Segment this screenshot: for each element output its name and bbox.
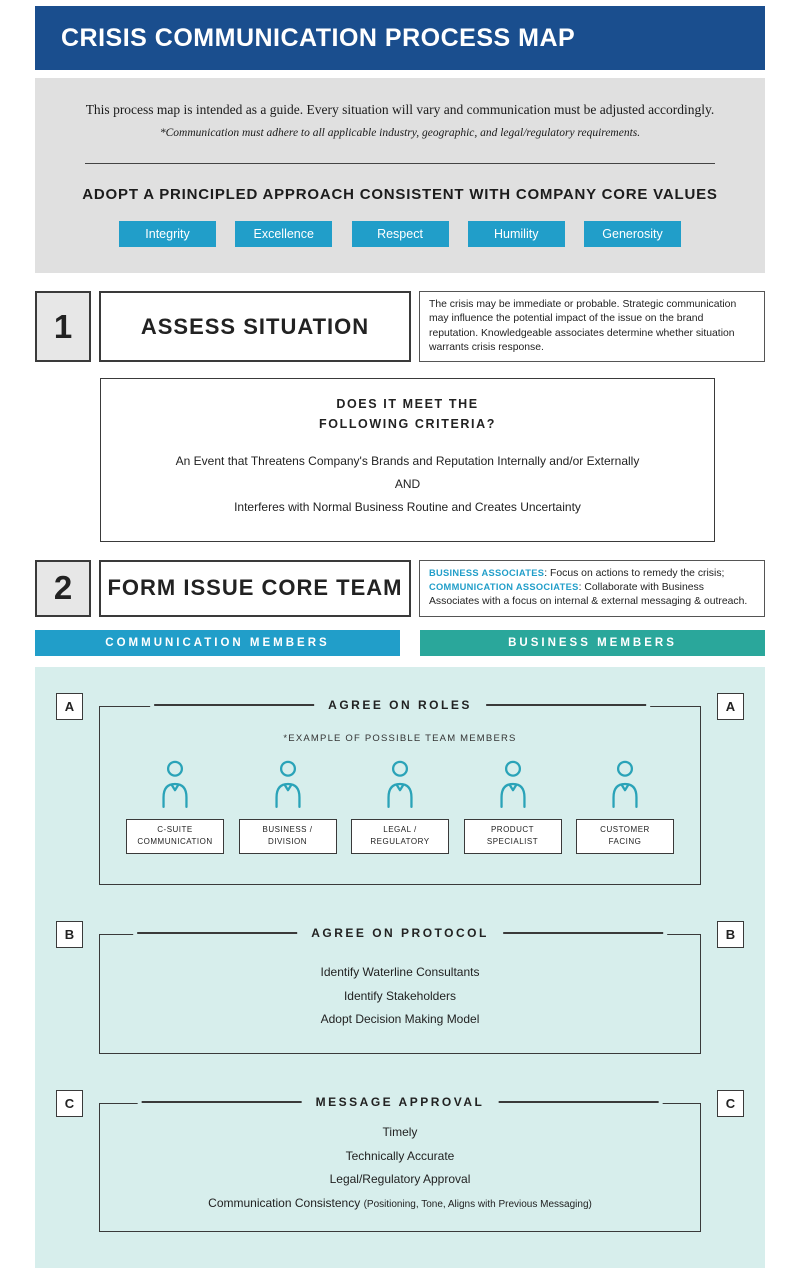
role-product-specialist: PRODUCT SPECIALIST bbox=[463, 758, 562, 855]
step-2-description: BUSINESS ASSOCIATES: Focus on actions to… bbox=[419, 559, 765, 617]
section-b-row: B AGREE ON PROTOCOL Identify Waterline C… bbox=[35, 921, 765, 1055]
person-icon bbox=[492, 758, 534, 810]
step-2-description-line-1: BUSINESS ASSOCIATES: Focus on actions to… bbox=[429, 567, 755, 581]
agree-on-protocol-box: AGREE ON PROTOCOL Identify Waterline Con… bbox=[99, 926, 701, 1055]
person-icon bbox=[379, 758, 421, 810]
note-text: *Communication must adhere to all applic… bbox=[159, 127, 641, 139]
step-2-title: FORM ISSUE CORE TEAM bbox=[99, 559, 411, 617]
role-label: LEGAL / REGULATORY bbox=[351, 818, 449, 855]
communication-members-banner: COMMUNICATION MEMBERS bbox=[35, 629, 400, 656]
section-c-letter-right: C bbox=[717, 1090, 744, 1118]
protocol-item: Identify Waterline Consultants bbox=[320, 965, 480, 980]
business-associates-label: BUSINESS ASSOCIATES bbox=[429, 567, 545, 578]
communication-associates-label: COMMUNICATION ASSOCIATES bbox=[429, 581, 579, 592]
value-chip-generosity: Generosity bbox=[584, 221, 681, 247]
criteria-box: DOES IT MEET THE FOLLOWING CRITERIA? An … bbox=[100, 378, 715, 542]
page-title: CRISIS COMMUNICATION PROCESS MAP bbox=[61, 23, 576, 52]
role-business-division: BUSINESS / DIVISION bbox=[238, 758, 337, 855]
value-chip-integrity: Integrity bbox=[119, 221, 216, 247]
agree-on-roles-box: AGREE ON ROLES *EXAMPLE OF POSSIBLE TEAM… bbox=[99, 697, 701, 886]
agree-on-protocol-title: AGREE ON PROTOCOL bbox=[133, 926, 667, 941]
business-members-banner: BUSINESS MEMBERS bbox=[420, 629, 765, 656]
section-b-letter-left: B bbox=[56, 921, 83, 949]
criteria-heading: DOES IT MEET THE FOLLOWING CRITERIA? bbox=[121, 395, 694, 434]
role-label: BUSINESS / DIVISION bbox=[238, 818, 337, 855]
step-1-description: The crisis may be immediate or probable.… bbox=[419, 291, 765, 363]
core-values-row: Integrity Excellence Respect Humility Ge… bbox=[61, 221, 739, 249]
section-a-letter-left: A bbox=[56, 692, 83, 720]
agree-on-roles-title: AGREE ON ROLES bbox=[150, 697, 650, 712]
criteria-line: Interferes with Normal Business Routine … bbox=[234, 499, 581, 514]
section-a-letter-right: A bbox=[717, 692, 744, 720]
approval-item: Legal/Regulatory Approval bbox=[329, 1172, 471, 1187]
step-1-number: 1 bbox=[35, 291, 91, 363]
step-2-number: 2 bbox=[35, 559, 91, 617]
message-approval-title: MESSAGE APPROVAL bbox=[137, 1095, 663, 1110]
criteria-and: AND bbox=[394, 476, 421, 491]
section-a-row: A AGREE ON ROLES *EXAMPLE OF POSSIBLE TE… bbox=[35, 692, 765, 886]
role-legal-regulatory: LEGAL / REGULATORY bbox=[351, 758, 449, 855]
core-values-heading: ADOPT A PRINCIPLED APPROACH CONSISTENT W… bbox=[82, 186, 718, 203]
approval-item: Technically Accurate bbox=[345, 1148, 455, 1163]
message-approval-box: MESSAGE APPROVAL Timely Technically Accu… bbox=[99, 1095, 701, 1232]
criteria-heading-line-2: FOLLOWING CRITERIA? bbox=[319, 416, 496, 431]
value-chip-humility: Humility bbox=[467, 221, 565, 247]
guide-text: This process map is intended as a guide.… bbox=[85, 102, 715, 117]
section-c-row: C MESSAGE APPROVAL Timely Technically Ac… bbox=[35, 1090, 765, 1232]
role-customer-facing: CUSTOMER FACING bbox=[576, 758, 674, 855]
protocol-list: Identify Waterline Consultants Identify … bbox=[100, 935, 700, 1053]
role-c-suite: C-SUITE COMMUNICATION bbox=[126, 758, 224, 855]
roles-subtitle: *EXAMPLE OF POSSIBLE TEAM MEMBERS bbox=[283, 732, 517, 744]
role-label: CUSTOMER FACING bbox=[576, 818, 674, 855]
criteria-heading-line-1: DOES IT MEET THE bbox=[336, 397, 479, 412]
section-c-letter-left: C bbox=[56, 1090, 83, 1118]
intro-panel: This process map is intended as a guide.… bbox=[35, 78, 765, 273]
step-1-title: ASSESS SITUATION bbox=[99, 291, 411, 363]
approval-item-paren: (Positioning, Tone, Aligns with Previous… bbox=[363, 1198, 592, 1210]
roles-row: C-SUITE COMMUNICATION BUSINESS / DIVISIO… bbox=[126, 758, 674, 855]
criteria-line: An Event that Threatens Company's Brands… bbox=[175, 454, 640, 469]
person-icon bbox=[267, 758, 309, 810]
divider-line bbox=[85, 163, 715, 164]
approval-list: Timely Technically Accurate Legal/Regula… bbox=[100, 1104, 700, 1231]
protocol-item: Identify Stakeholders bbox=[343, 988, 457, 1003]
protocol-item: Adopt Decision Making Model bbox=[320, 1012, 480, 1027]
step-2-description-line-2: COMMUNICATION ASSOCIATES: Collaborate wi… bbox=[429, 581, 755, 610]
core-team-panel: A AGREE ON ROLES *EXAMPLE OF POSSIBLE TE… bbox=[35, 666, 765, 1268]
role-label: C-SUITE COMMUNICATION bbox=[126, 818, 224, 855]
business-associates-text: : Focus on actions to remedy the crisis; bbox=[544, 567, 725, 579]
value-chip-respect: Respect bbox=[351, 221, 449, 247]
approval-item: Timely bbox=[382, 1125, 418, 1140]
step-1-row: 1 ASSESS SITUATION The crisis may be imm… bbox=[35, 291, 765, 363]
members-banners: COMMUNICATION MEMBERS BUSINESS MEMBERS bbox=[35, 629, 765, 656]
approval-item-consistency: Communication Consistency (Positioning, … bbox=[208, 1195, 592, 1210]
communication-associates-text: : Collaborate with Business Associates w… bbox=[429, 581, 748, 608]
page-title-bar: CRISIS COMMUNICATION PROCESS MAP bbox=[35, 6, 765, 70]
value-chip-excellence: Excellence bbox=[235, 221, 333, 247]
roles-content: *EXAMPLE OF POSSIBLE TEAM MEMBERS C-SUIT… bbox=[100, 707, 700, 885]
person-icon bbox=[604, 758, 646, 810]
criteria-body: An Event that Threatens Company's Brands… bbox=[121, 450, 694, 518]
role-label: PRODUCT SPECIALIST bbox=[463, 818, 562, 855]
step-2-row: 2 FORM ISSUE CORE TEAM BUSINESS ASSOCIAT… bbox=[35, 559, 765, 617]
section-b-letter-right: B bbox=[717, 921, 744, 949]
person-icon bbox=[154, 758, 196, 810]
